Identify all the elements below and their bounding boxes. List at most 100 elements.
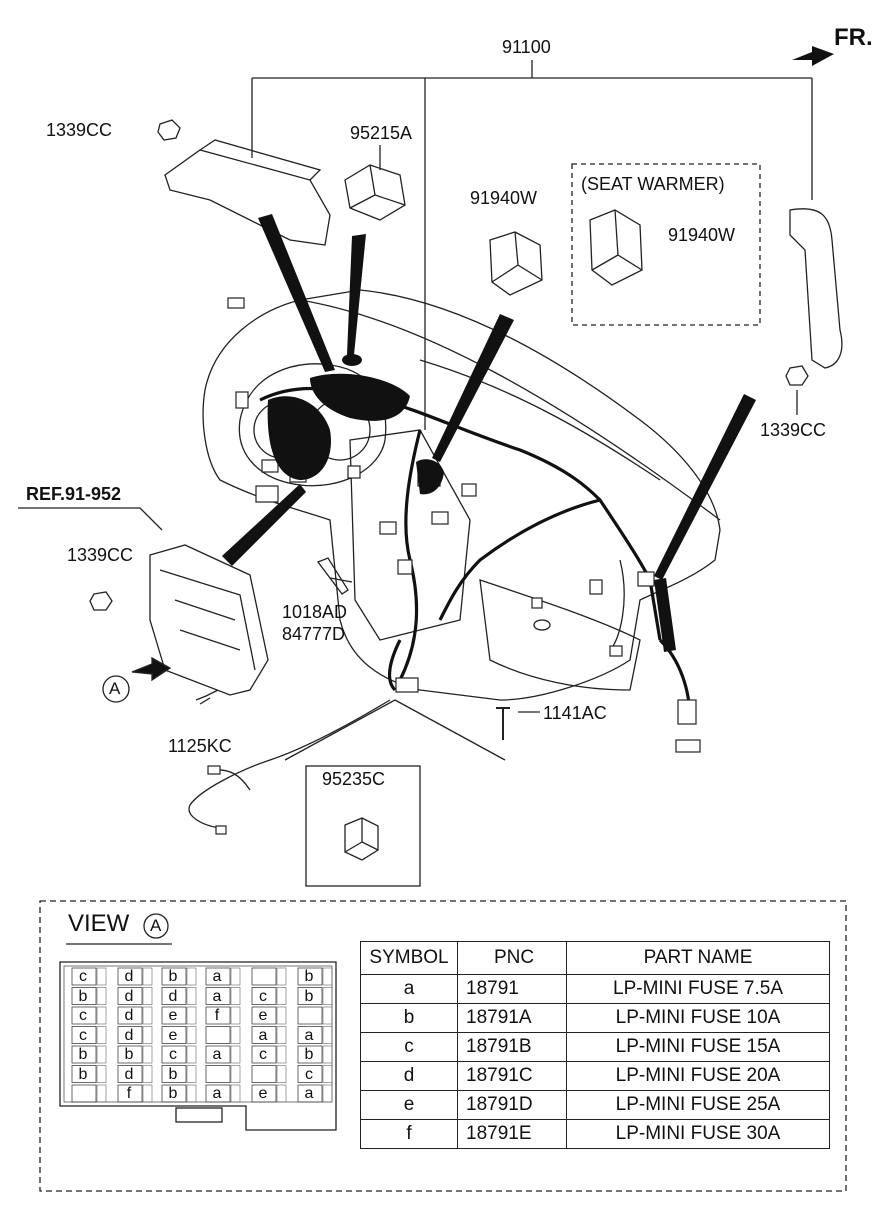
cell-symbol: e: [360, 1090, 458, 1120]
cell-part-name: LP-MINI FUSE 15A: [566, 1032, 830, 1062]
header-symbol: SYMBOL: [360, 941, 458, 975]
fuse-symbol: b: [168, 1065, 178, 1083]
fuse-slot: [161, 1084, 187, 1103]
fuse-rating-slot: [186, 1045, 197, 1064]
fuse-symbol: b: [304, 987, 314, 1005]
fuse-rating-slot: [186, 1006, 197, 1025]
fuse-rating-slot: [230, 1045, 241, 1064]
fuse-rating-slot: [322, 1006, 333, 1025]
fuse-slot: [205, 987, 231, 1005]
fuse-symbol: f: [126, 1085, 132, 1102]
cell-symbol: b: [360, 1003, 458, 1033]
fuse-rating-slot: [142, 1065, 153, 1083]
instrument-cluster: [238, 363, 387, 487]
cell-pnc: 18791A: [457, 1003, 567, 1033]
header-part-name: PART NAME: [566, 941, 830, 975]
fuse-rating-slot: [276, 1065, 287, 1083]
connector: [347, 465, 361, 479]
fuse-box-outline: [59, 961, 337, 1131]
fuse-symbol: d: [124, 987, 134, 1005]
fuse-slot: [251, 967, 277, 986]
fuse-symbol: a: [258, 1026, 268, 1044]
fuse-rating-slot: [96, 967, 107, 986]
view-a-title: VIEW: [68, 910, 130, 937]
junction-box-shape: [149, 544, 269, 696]
fuse-box-tab: [175, 1107, 223, 1123]
cell-part-name: LP-MINI FUSE 25A: [566, 1090, 830, 1120]
fuse-rating-slot: [322, 1084, 333, 1103]
connector: [397, 559, 413, 575]
fuse-slot: [205, 1065, 231, 1083]
fuse-slot: [161, 1045, 187, 1064]
pointer-junction: [222, 484, 306, 566]
header-pnc: PNC: [457, 941, 567, 975]
parts-table-header: SYMBOL PNC PART NAME: [360, 941, 830, 975]
fuse-rating-slot: [186, 987, 197, 1005]
fuse-slot: [117, 1026, 143, 1044]
fuse-symbol: c: [305, 1065, 313, 1083]
fuse-symbol: b: [78, 1046, 88, 1063]
relay-95235c-box: [305, 765, 421, 887]
fuse-rating-slot: [186, 1065, 197, 1083]
fuse-symbol: b: [304, 968, 314, 985]
fuse-slot: [297, 1006, 323, 1025]
fuse-rating-slot: [142, 1045, 153, 1064]
nut-left-shape: [89, 591, 113, 611]
fuse-rating-slot: [96, 987, 107, 1005]
label-84777d: 84777D: [282, 624, 346, 644]
fuse-slot: [161, 1006, 187, 1025]
harness-clump-cluster: [267, 396, 331, 480]
fuse-symbol: c: [169, 1046, 177, 1063]
connector: [589, 579, 603, 595]
fuse-slot: [71, 1026, 97, 1044]
connector: [215, 825, 227, 835]
label-seat-warmer: (SEAT WARMER): [581, 174, 725, 194]
cell-symbol: c: [360, 1032, 458, 1062]
fuse-symbol: b: [304, 1046, 314, 1063]
fuse-rating-slot: [186, 1026, 197, 1044]
cell-part-name: LP-MINI FUSE 7.5A: [566, 974, 830, 1004]
fuse-rating-slot: [142, 1006, 153, 1025]
fuse-slot: [205, 1045, 231, 1064]
fuse-slot: [205, 1026, 231, 1044]
cell-part-name: LP-MINI FUSE 30A: [566, 1119, 830, 1149]
fuse-symbol: b: [78, 1065, 88, 1083]
table-row: a 18791 LP-MINI FUSE 7.5A: [360, 974, 830, 1004]
view-a-frame: [39, 900, 847, 1192]
bolt-right-shape: [496, 707, 510, 740]
table-row: f 18791E LP-MINI FUSE 30A: [360, 1119, 830, 1149]
fuse-rating-slot: [230, 1084, 241, 1103]
fuse-slot: [251, 1045, 277, 1064]
fuse-symbol: e: [258, 1085, 268, 1102]
bolt-left-shape: [195, 689, 219, 705]
fuse-symbol: a: [304, 1085, 314, 1102]
fuse-rating-slot: [230, 967, 241, 986]
fuse-rating-slot: [96, 1065, 107, 1083]
cell-pnc: 18791: [457, 974, 567, 1004]
connector: [207, 765, 221, 775]
view-title-circle: [143, 913, 169, 939]
fuse-rating-slot: [276, 987, 287, 1005]
fuse-rating-slot: [142, 987, 153, 1005]
nut-top-left-shape: [157, 119, 181, 141]
fuse-rating-slot: [230, 1026, 241, 1044]
fuse-slot: [205, 967, 231, 986]
label-1018ad: 1018AD: [282, 602, 348, 622]
connector: [609, 645, 623, 657]
label-1339cc-left: 1339CC: [67, 545, 134, 565]
label-1339cc-top: 1339CC: [46, 120, 113, 140]
fuse-rating-slot: [322, 1065, 333, 1083]
view-a-marker: A: [150, 916, 162, 935]
fuse-slot: [117, 1006, 143, 1025]
connector: [677, 699, 697, 725]
nut-right-shape: [785, 365, 809, 386]
label-1125kc: 1125KC: [168, 736, 232, 756]
pointer-relay: [347, 234, 366, 355]
cell-symbol: d: [360, 1061, 458, 1091]
bolt-center-shape: [316, 557, 349, 595]
connector: [227, 297, 245, 309]
fuse-grid: [63, 965, 333, 1103]
connector: [675, 739, 701, 753]
fuse-slot: [71, 967, 97, 986]
fuse-slot: [251, 1084, 277, 1103]
